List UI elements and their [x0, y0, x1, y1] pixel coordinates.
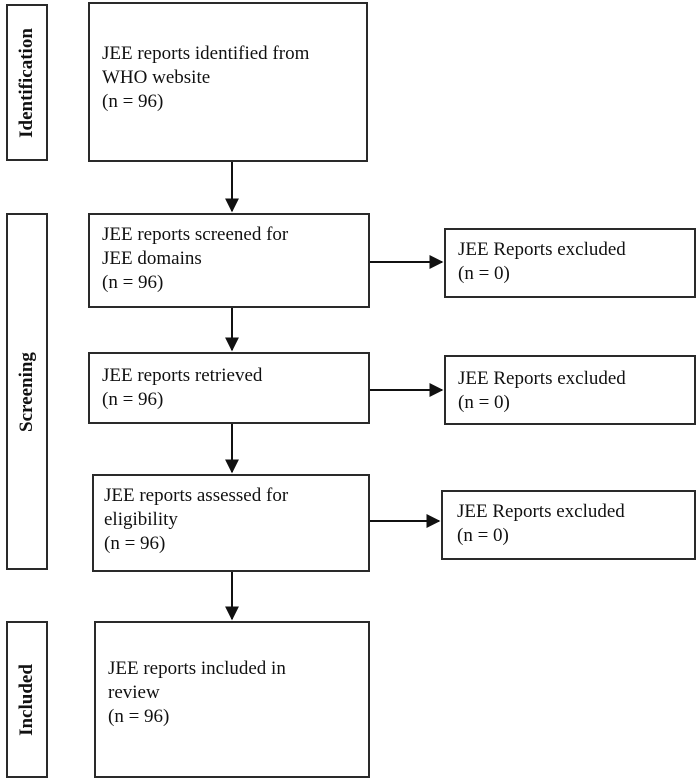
assessed-line-3: (n = 96): [104, 533, 166, 554]
excluded-1-line-2: (n = 0): [458, 263, 510, 284]
identified-line-1: JEE reports identified from: [102, 43, 310, 64]
excluded-3-line-2: (n = 0): [457, 525, 509, 546]
box-identified: JEE reports identified from WHO website …: [88, 2, 368, 162]
stage-identification: Identification: [6, 4, 48, 161]
excluded-2-line-1: JEE Reports excluded: [458, 368, 626, 389]
box-excluded-3: JEE Reports excluded (n = 0): [441, 490, 696, 560]
identified-line-2: WHO website: [102, 67, 211, 88]
retrieved-line-1: JEE reports retrieved: [102, 365, 263, 386]
screened-line-2: JEE domains: [102, 248, 202, 269]
retrieved-line-2: (n = 96): [102, 389, 164, 410]
stage-included: Included: [6, 621, 48, 778]
screened-line-3: (n = 96): [102, 272, 164, 293]
identified-line-3: (n = 96): [102, 91, 164, 112]
box-excluded-1: JEE Reports excluded (n = 0): [444, 228, 696, 298]
box-excluded-2: JEE Reports excluded (n = 0): [444, 355, 696, 425]
stage-screening: Screening: [6, 213, 48, 570]
included-line-3: (n = 96): [108, 706, 170, 727]
box-assessed: JEE reports assessed for eligibility (n …: [92, 474, 370, 572]
excluded-1-line-1: JEE Reports excluded: [458, 239, 626, 260]
box-included: JEE reports included in review (n = 96): [94, 621, 370, 778]
box-retrieved: JEE reports retrieved (n = 96): [88, 352, 370, 424]
assessed-line-2: eligibility: [104, 509, 178, 530]
box-screened: JEE reports screened for JEE domains (n …: [88, 213, 370, 308]
screened-line-1: JEE reports screened for: [102, 224, 289, 245]
excluded-3-line-1: JEE Reports excluded: [457, 501, 625, 522]
assessed-line-1: JEE reports assessed for: [104, 485, 289, 506]
included-line-1: JEE reports included in: [108, 658, 286, 679]
excluded-2-line-2: (n = 0): [458, 392, 510, 413]
included-line-2: review: [108, 682, 160, 703]
